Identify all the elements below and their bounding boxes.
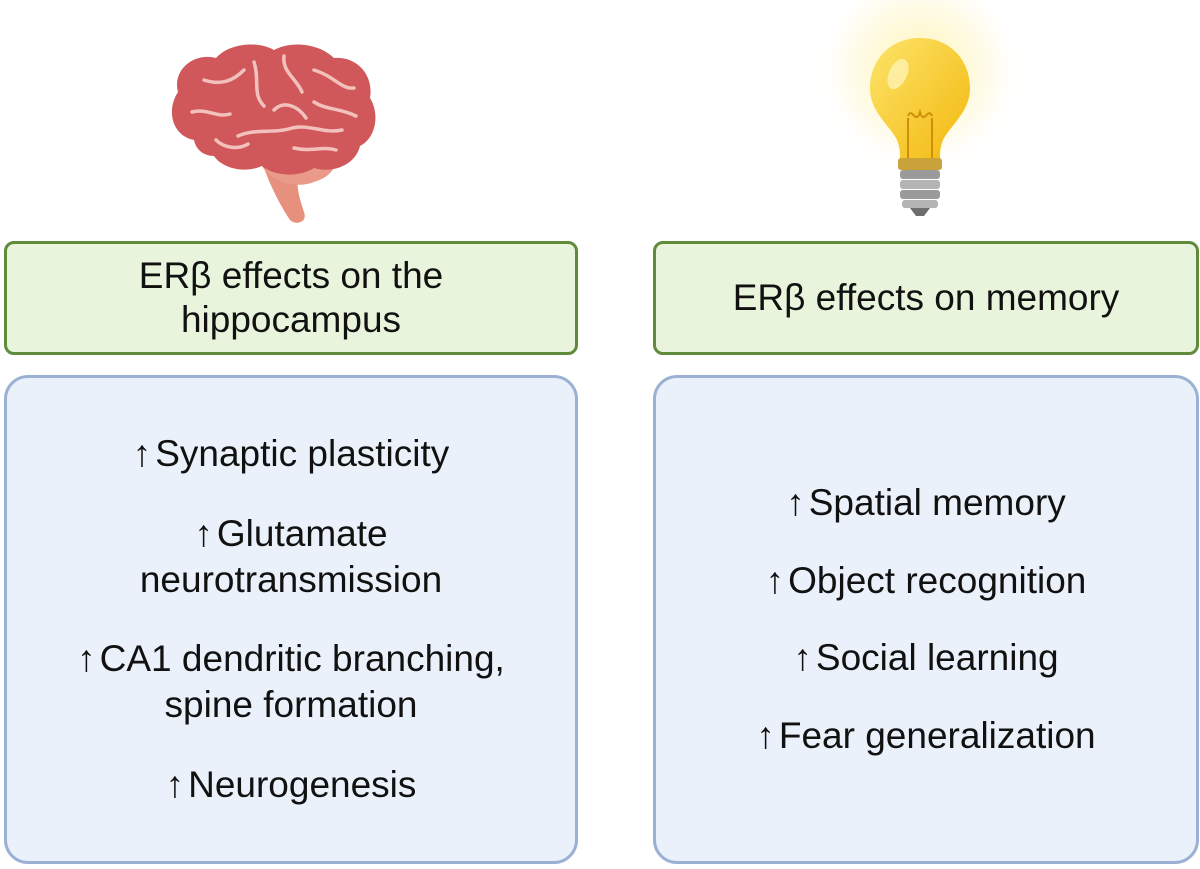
up-arrow-icon: ↑ xyxy=(786,481,805,523)
hippocampus-header-line-2: hippocampus xyxy=(180,299,402,340)
effect-label: Fear generalization xyxy=(778,715,1096,757)
effect-item: ↑CA1 dendritic branching, spine formatio… xyxy=(77,636,505,728)
up-arrow-icon: ↑ xyxy=(132,433,152,475)
effect-label: CA1 dendritic branching, xyxy=(99,638,505,680)
memory-header-title: ERβ effects on memory xyxy=(732,277,1120,318)
effect-item: ↑Neurogenesis xyxy=(166,762,417,808)
hippocampus-effects-panel: ↑Synaptic plasticity ↑Glutamate neurotra… xyxy=(4,375,578,864)
up-arrow-icon: ↑ xyxy=(765,559,785,601)
hippocampus-header: ERβ effects on the hippocampus xyxy=(4,241,578,355)
effect-label: Glutamate xyxy=(216,512,388,554)
effect-label: Object recognition xyxy=(788,559,1087,601)
effect-label: Spatial memory xyxy=(808,481,1066,523)
effect-label: Synaptic plasticity xyxy=(155,433,450,475)
up-arrow-icon: ↑ xyxy=(194,512,213,554)
hippocampus-header-line-1: ERβ effects on the xyxy=(138,255,444,296)
lightbulb-icon xyxy=(812,0,1028,216)
up-arrow-icon: ↑ xyxy=(77,638,96,680)
up-arrow-icon: ↑ xyxy=(793,637,812,679)
effect-item: ↑Fear generalization xyxy=(756,713,1095,759)
effect-label: Neurogenesis xyxy=(188,763,417,805)
effect-item: ↑Glutamate neurotransmission xyxy=(140,511,442,603)
effect-label: Social learning xyxy=(815,637,1059,679)
memory-header: ERβ effects on memory xyxy=(653,241,1199,355)
brain-icon xyxy=(171,44,376,223)
up-arrow-icon: ↑ xyxy=(756,715,775,757)
effect-label-line-2: neurotransmission xyxy=(139,558,443,600)
effect-item: ↑Synaptic plasticity xyxy=(133,431,450,477)
effect-item: ↑Object recognition xyxy=(766,558,1087,604)
effect-item: ↑Spatial memory xyxy=(786,480,1066,526)
effect-item: ↑Social learning xyxy=(793,635,1058,681)
up-arrow-icon: ↑ xyxy=(165,763,185,805)
effect-label-line-2: spine formation xyxy=(164,684,418,726)
memory-effects-panel: ↑Spatial memory ↑Object recognition ↑Soc… xyxy=(653,375,1199,864)
